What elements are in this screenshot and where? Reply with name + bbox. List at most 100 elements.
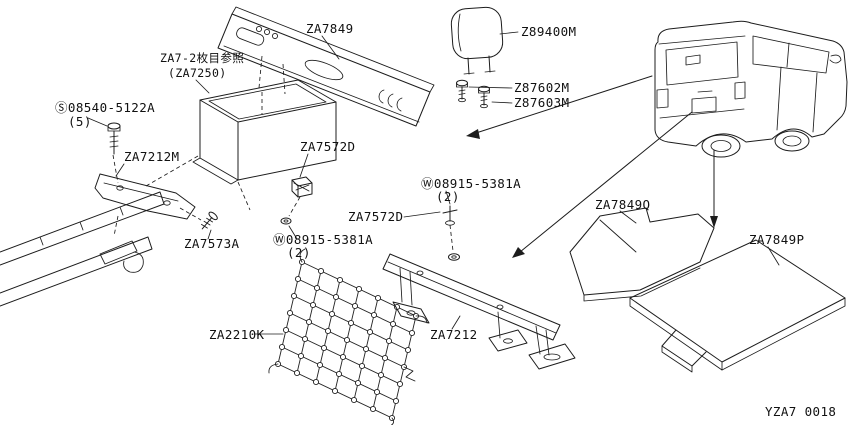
net-knot — [396, 380, 404, 388]
clip-za7572d-upper-illustration — [291, 176, 313, 198]
net-hook — [403, 366, 416, 382]
net-knot — [358, 362, 366, 370]
part-label-za7849q: ZA7849Q — [595, 197, 650, 212]
headrest-bolt-illustration — [478, 85, 490, 109]
net-knot — [331, 387, 339, 395]
headrest-bolt-illustration — [456, 79, 468, 103]
part-label-s08540: Ⓢ08540-5122A — [55, 100, 155, 115]
cargo-net-grid — [274, 258, 420, 422]
net-knot — [370, 311, 378, 319]
net-knot — [343, 336, 351, 344]
rear-window — [665, 41, 739, 86]
net-knot — [408, 329, 416, 337]
side-rail-illustration — [0, 191, 165, 307]
part-label-za7212m: ZA7212M — [124, 149, 179, 164]
license-plate — [691, 96, 717, 114]
net-hook — [390, 417, 395, 425]
net-knot — [293, 369, 301, 377]
headrest-illustration — [450, 6, 504, 75]
luggage-box-illustration — [192, 79, 337, 185]
side-window — [752, 35, 830, 74]
net-hook — [299, 248, 306, 263]
drawing-number: YZA7 0018 — [765, 404, 836, 419]
net-knot — [313, 284, 321, 292]
net-knot — [389, 320, 397, 328]
headrest-stem — [467, 57, 470, 75]
net-knot — [336, 276, 344, 284]
clip-za7572d-lower-illustration — [442, 205, 458, 226]
net-knot — [305, 318, 313, 326]
cargo-net-illustration — [268, 248, 428, 425]
net-knot — [385, 337, 393, 345]
net-knot — [286, 309, 294, 317]
net-hook — [268, 363, 279, 374]
cargo-area-marker — [685, 54, 701, 66]
net-knot — [404, 346, 412, 354]
part-label-za2210k: ZA2210K — [209, 327, 265, 342]
washer-illustration-left — [280, 217, 292, 225]
net-knot — [354, 379, 362, 387]
part-label-s08540-qty: (5) — [68, 114, 92, 129]
net-knot — [335, 370, 343, 378]
part-label-w08915-left: Ⓦ08915-5381A — [273, 232, 373, 247]
part-label-za7849p: ZA7849P — [749, 232, 804, 247]
net-knot — [301, 335, 309, 343]
net-knot — [328, 310, 336, 318]
mounting-screw-illustration — [107, 122, 121, 155]
part-label-w08915-right: Ⓦ08915-5381A — [421, 176, 521, 191]
net-knot — [324, 327, 332, 335]
leader-lines — [87, 31, 780, 335]
net-knot — [362, 345, 370, 353]
taillight-left — [656, 88, 669, 109]
trim-panel-q-illustration — [569, 207, 715, 302]
net-knot — [316, 361, 324, 369]
screw-za7573a-illustration — [201, 211, 218, 230]
part-label-z89400m: Z89400M — [521, 24, 576, 39]
net-knot — [347, 319, 355, 327]
part-label-w08915-left-qty: (2) — [287, 245, 311, 260]
pointer-arrows — [466, 75, 718, 258]
grommet-illustration — [448, 253, 460, 261]
net-knot — [366, 328, 374, 336]
front-wheel — [774, 130, 810, 152]
tie-hook — [123, 251, 144, 273]
part-label-za7849: ZA7849 — [306, 21, 354, 36]
net-knot — [278, 343, 286, 351]
cross-member-illustration — [382, 205, 576, 370]
part-label-za7212: ZA7212 — [430, 327, 478, 342]
reference-note-line2: (ZA7250) — [168, 66, 227, 80]
net-knot — [373, 388, 381, 396]
part-label-w08915-right-qty: (2) — [436, 189, 460, 204]
taillight-right — [734, 81, 746, 100]
rear-trim-panel-illustration — [217, 6, 435, 127]
reference-note-line1: ZA7-2枚目参照 — [160, 51, 244, 65]
bracket-za7212m-illustration — [94, 173, 196, 220]
arrow-to-trim-panel — [475, 75, 653, 134]
net-knot — [350, 396, 358, 404]
net-knot — [377, 371, 385, 379]
net-knot — [332, 293, 340, 301]
headrest-stem — [488, 55, 491, 73]
net-knot — [355, 285, 363, 293]
net-knot — [317, 267, 325, 275]
rear-wheel — [701, 134, 741, 158]
net-knot — [392, 397, 400, 405]
net-knot — [339, 353, 347, 361]
net-knot — [351, 302, 359, 310]
part-label-za7573a: ZA7573A — [184, 236, 240, 251]
net-knot — [294, 275, 302, 283]
net-knot — [312, 378, 320, 386]
assembly-dashed-lines — [112, 55, 454, 252]
part-label-za7572d-lower: ZA7572D — [348, 209, 403, 224]
part-label-z87602m: Z87602M — [514, 80, 569, 95]
arrow-to-cross-member — [519, 111, 693, 253]
net-knot — [309, 301, 317, 309]
net-knot — [297, 352, 305, 360]
part-labels: ZA7849 Z89400M ZA7-2枚目参照 (ZA7250) Z87602… — [55, 21, 836, 419]
net-knot — [282, 326, 290, 334]
net-hook — [415, 315, 428, 324]
net-knot — [374, 294, 382, 302]
floor-panel-p-illustration — [629, 239, 846, 373]
